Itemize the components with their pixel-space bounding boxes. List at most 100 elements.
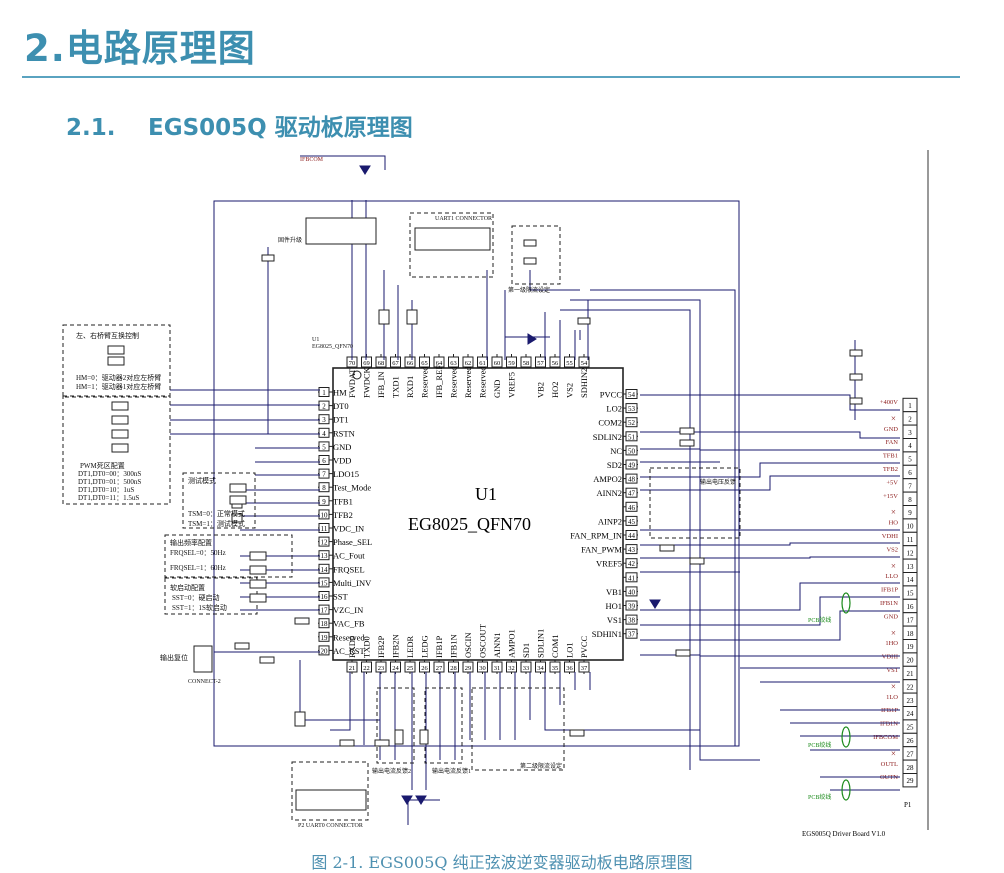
pin-number-box — [462, 661, 474, 673]
connector-pin-label: IFBCOM — [873, 734, 898, 741]
no-connect-mark: × — [891, 561, 896, 571]
pin-name: VREF5 — [507, 372, 517, 398]
connector-pin-number: 16 — [907, 603, 915, 611]
pin-name: VDD — [333, 456, 351, 466]
note-box1-2: HM=1：驱动器1对应左桥臂 — [76, 382, 161, 391]
connector-pin-number: 13 — [907, 563, 915, 571]
note-uart1: UART1 CONNECTOR — [435, 216, 492, 222]
note-box5-2: SST=1：1S软启动 — [172, 603, 227, 612]
pin-number-box — [625, 600, 638, 611]
note-vfb: 输出电压反馈 — [700, 478, 736, 486]
connector-pin-label: GND — [884, 613, 898, 620]
note-box2-1: DT1,DT0=00：300nS — [78, 470, 141, 478]
pin-number: 40 — [628, 588, 636, 596]
pin-number: 7 — [322, 471, 326, 479]
pin-number-box — [318, 536, 330, 547]
notes: 左、右桥臂互换控制 HM=0：驱动器2对应左桥臂 HM=1：驱动器1对应左桥臂 … — [76, 157, 736, 829]
pin-name: Reserved — [463, 366, 473, 398]
connector-pin-number: 18 — [907, 630, 915, 638]
pin-number-box — [578, 661, 590, 673]
pin-number-box — [491, 661, 503, 673]
note-firmware: 固件升级 — [278, 236, 302, 244]
note-ifb2: 输出电流反馈2 — [372, 767, 411, 775]
connector-pin-number: 17 — [907, 616, 915, 624]
twist-label-3: PCB绞线 — [808, 793, 831, 801]
note-ifb1: 输出电流反馈1 — [432, 767, 471, 775]
pin-number: 2 — [322, 403, 326, 411]
pin-number-box — [318, 509, 330, 520]
no-connect-mark: × — [891, 507, 896, 517]
pin-number: 57 — [537, 360, 544, 367]
pin-number: 46 — [628, 504, 636, 512]
pin-name: FAN_PWM — [581, 545, 622, 555]
pin-name: GND — [333, 442, 351, 452]
pin-number-box — [625, 431, 638, 442]
pin-number: 8 — [322, 484, 326, 492]
pin-number-box — [506, 356, 517, 368]
pin-name: VAC_FB — [333, 619, 365, 629]
pin-number-box — [506, 661, 517, 673]
connector-pin-number: 21 — [907, 670, 915, 678]
pin-number: 27 — [436, 665, 443, 672]
board-name: EGS005Q Driver Board V1.0 — [802, 830, 886, 838]
pin-name: PVCC — [579, 635, 589, 658]
pin-number-box — [318, 563, 330, 574]
pin-name: IFB2N — [391, 634, 401, 658]
pin-number: 38 — [628, 617, 636, 625]
connector-pin-label: OUTL — [881, 761, 898, 768]
connector-pin-label: VS2 — [886, 546, 898, 553]
pin-number-box — [625, 544, 638, 555]
pin-name: IFB2P — [376, 636, 386, 658]
dashed-boxes — [62, 212, 741, 821]
section-title: 电路原理图 — [65, 27, 256, 70]
pin-number-box — [419, 356, 430, 368]
pin-name: TXD0 — [362, 636, 372, 658]
pin-number-box — [448, 356, 459, 368]
note-box1-0: 左、右桥臂互换控制 — [76, 331, 139, 340]
pin-name: HM — [333, 388, 347, 398]
connector-pin-number: 9 — [908, 509, 912, 517]
section-number: 2. — [24, 27, 66, 70]
pin-name: FWDAT — [347, 368, 357, 398]
pin-number: 54 — [581, 360, 588, 367]
note-u1: U1 — [312, 337, 319, 343]
components — [231, 239, 863, 747]
pin-number: 25 — [407, 665, 414, 672]
pin-name: SST — [333, 592, 348, 602]
pin-name: Multi_INV — [333, 578, 372, 588]
pin-number: 16 — [321, 593, 329, 601]
note-box4-2: FRQSEL=1：60Hz — [170, 564, 226, 572]
pin-number-box — [404, 661, 416, 673]
connector-pin-label: OUTN — [880, 774, 898, 781]
pin-number: 65 — [421, 360, 428, 367]
connector-pin-number: 20 — [907, 657, 915, 665]
pin-number-box — [318, 550, 330, 561]
note-box4-0: 输出频率配置 — [170, 538, 212, 547]
connector-pin-number: 25 — [907, 724, 915, 732]
pin-number-box — [318, 482, 330, 493]
pin-name: AINN1 — [492, 633, 502, 659]
pin-number: 33 — [523, 665, 530, 672]
connector-pin-label: FAN — [885, 439, 898, 446]
pin-number: 34 — [537, 665, 544, 672]
pin-number: 60 — [494, 360, 501, 367]
no-connect-mark: × — [891, 628, 896, 638]
chip-right-pins: 54PVCC53LO252COM251SDLIN250NC49SD248AMPO… — [570, 389, 638, 639]
pin-number: 28 — [450, 665, 457, 672]
pin-number: 50 — [628, 447, 636, 455]
pin-number: 63 — [450, 360, 457, 367]
pin-number: 36 — [566, 665, 573, 672]
pin-name: SD1 — [521, 643, 531, 658]
pin-number: 18 — [321, 620, 329, 628]
pin-number-box — [361, 661, 372, 673]
note-box3-0: 测试模式 — [188, 476, 216, 485]
pin-name: IFB1P — [434, 636, 444, 658]
leds — [359, 165, 661, 805]
pin-number: 10 — [321, 511, 329, 519]
pin-number: 53 — [628, 405, 636, 413]
connector-pin-number: 7 — [908, 482, 912, 490]
connector-pin-number: 29 — [907, 777, 915, 785]
pin-name: COM2 — [598, 418, 622, 428]
connector-pin-label: IFB1N — [880, 721, 898, 728]
